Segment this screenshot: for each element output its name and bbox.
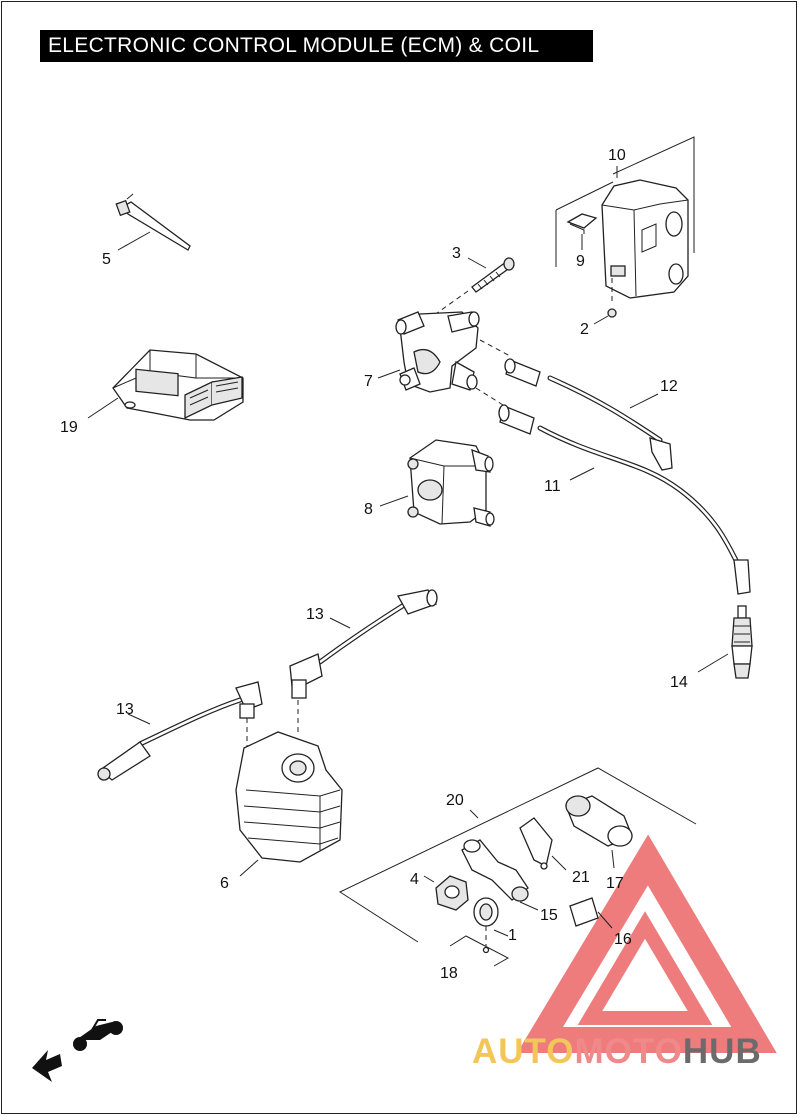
callout-16: 16 [614, 931, 632, 948]
spark-plug-part-14 [697, 605, 753, 679]
group-bracket-18 [449, 935, 510, 967]
callout-21: 21 [572, 869, 590, 886]
motorcycle-icon [73, 1019, 123, 1051]
screw-part-2 [593, 278, 617, 325]
coil-part-6 [235, 731, 343, 877]
group-bracket-20 [338, 767, 697, 943]
watermark-hub: HUB [682, 1032, 762, 1071]
callout-15: 15 [540, 907, 558, 924]
callout-3: 3 [452, 245, 461, 262]
callout-5: 5 [102, 251, 111, 268]
callout-14: 14 [670, 674, 688, 691]
callout-11: 11 [544, 478, 561, 495]
cover-part-10 [555, 136, 695, 299]
callout-labels: 5 19 3 7 10 9 2 12 11 8 14 13 13 6 20 4 … [60, 147, 688, 982]
cable-tie-part-5 [115, 193, 191, 251]
ecm-part-19 [87, 349, 244, 421]
watermark-auto: AUTO [472, 1032, 575, 1071]
callout-12: 12 [660, 378, 678, 395]
page-title: ELECTRONIC CONTROL MODULE (ECM) & COIL [40, 30, 593, 62]
callout-9: 9 [576, 253, 585, 270]
callout-13-upper: 13 [306, 606, 324, 623]
watermark-moto: MOTO [574, 1032, 683, 1071]
coil-part-8 [379, 439, 495, 527]
callout-6: 6 [220, 875, 229, 892]
callout-13-lower: 13 [116, 701, 134, 718]
nut-part-4 [423, 875, 469, 911]
callout-10: 10 [608, 147, 626, 164]
callout-4: 4 [410, 871, 419, 888]
direction-arrow-icon [32, 1050, 62, 1082]
callout-1: 1 [508, 927, 517, 944]
clip-part-9 [566, 213, 598, 250]
watermark-logo [517, 834, 777, 1053]
coil-part-7 [377, 311, 511, 406]
wire-part-13-upper [289, 589, 438, 735]
grommet-part-1 [473, 897, 509, 954]
screw-part-3 [429, 257, 515, 319]
callout-7: 7 [364, 373, 373, 390]
wire-part-12 [504, 358, 673, 471]
callout-17: 17 [606, 875, 624, 892]
wire-part-11 [498, 404, 751, 595]
callout-2: 2 [580, 321, 589, 338]
callout-20: 20 [446, 792, 464, 809]
watermark-brand: AUTOMOTOHUB [472, 1032, 762, 1072]
connector-part-15 [461, 839, 539, 911]
callout-19: 19 [60, 419, 78, 436]
wire-part-13-lower [97, 681, 263, 781]
callout-18: 18 [440, 965, 458, 982]
clip-part-21 [519, 817, 567, 871]
callout-8: 8 [364, 501, 373, 518]
seal-part-16 [569, 897, 613, 929]
sensor-part-17 [565, 795, 633, 869]
